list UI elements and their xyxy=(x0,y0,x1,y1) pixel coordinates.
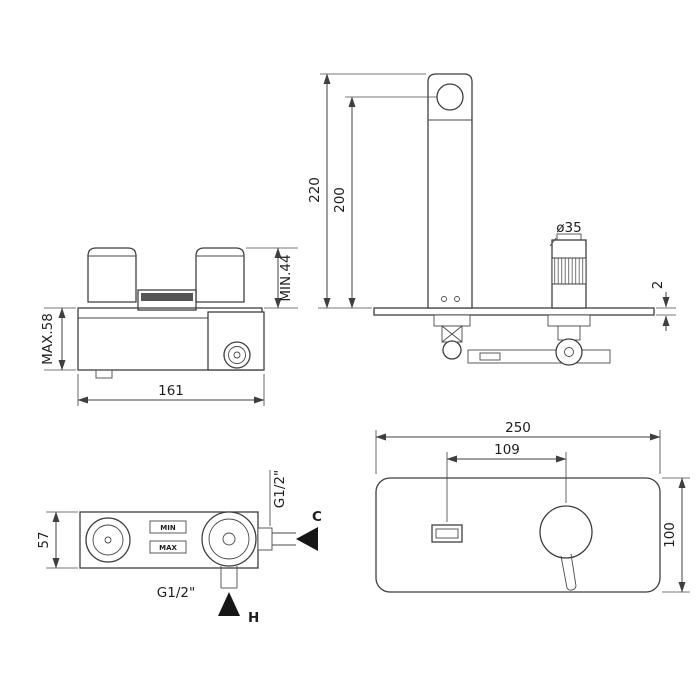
dim-body-height-max58: MAX.58 xyxy=(40,307,76,371)
dim-spout-height-220: 220 xyxy=(307,73,426,309)
thread-bottom-label: G1/2" xyxy=(157,585,195,601)
dim-diameter-label: ø35 xyxy=(556,220,581,236)
dim-handle-diameter-35: ø35 xyxy=(549,220,582,247)
dim-height-spout-label: 200 xyxy=(332,187,348,213)
view-body-plan: MIN MAX C G1/2" H G1/2" 57 xyxy=(36,470,322,626)
spout-outline xyxy=(427,73,473,309)
handle-outline xyxy=(539,505,593,591)
dim-max-height-label: MAX.58 xyxy=(40,313,56,365)
dim-plate-height-100: 100 xyxy=(662,477,690,593)
max-label: MAX xyxy=(159,544,177,552)
dim-spacing-label: 109 xyxy=(494,442,520,458)
dim-body-depth-57: 57 xyxy=(36,511,78,569)
dim-plate-width-250: 250 xyxy=(375,420,661,474)
dim-spout-height-200: 200 xyxy=(332,96,437,309)
dim-body-width-161: 161 xyxy=(77,374,265,406)
dim-thickness-label: 2 xyxy=(650,281,666,290)
cold-label: C xyxy=(312,509,322,525)
cold-inlet-indicator: C xyxy=(296,509,322,551)
hot-inlet-arrow-icon xyxy=(218,592,240,616)
hot-label: H xyxy=(248,610,259,626)
cold-inlet-arrow-icon xyxy=(296,527,318,551)
spout-base-outline xyxy=(431,524,463,543)
min-max-labels: MIN MAX xyxy=(149,520,187,554)
thread-side-label-group: G1/2" xyxy=(269,470,288,526)
dim-min-depth-label: MIN.44 xyxy=(278,254,294,301)
dim-body-width-label: 161 xyxy=(158,383,184,399)
wall-plate-outline xyxy=(373,307,655,316)
handle-cartridge-outline xyxy=(551,233,587,309)
dim-height-total-label: 220 xyxy=(307,177,323,203)
view-plate-front: 250 109 100 xyxy=(375,420,690,593)
view-body-side: 161 MAX.58 MIN.44 xyxy=(40,247,298,406)
view-spout-front: 220 200 ø35 2 xyxy=(307,73,676,366)
min-label: MIN xyxy=(160,524,176,532)
dim-body-depth-min44: MIN.44 xyxy=(246,247,298,309)
dim-plate-thickness-2: 2 xyxy=(650,281,676,331)
dim-centers-spacing-109: 109 xyxy=(446,442,567,522)
dim-depth-label: 57 xyxy=(36,531,52,548)
hot-inlet-indicator: H G1/2" xyxy=(157,585,260,626)
plate-outline xyxy=(375,477,661,593)
thread-side-label: G1/2" xyxy=(272,470,288,508)
plan-outline xyxy=(79,511,296,589)
mounting-hardware-outline xyxy=(433,314,611,366)
dim-plate-height-label: 100 xyxy=(662,522,678,548)
dim-plate-width-label: 250 xyxy=(505,420,531,436)
valve-body-outline xyxy=(77,247,265,379)
